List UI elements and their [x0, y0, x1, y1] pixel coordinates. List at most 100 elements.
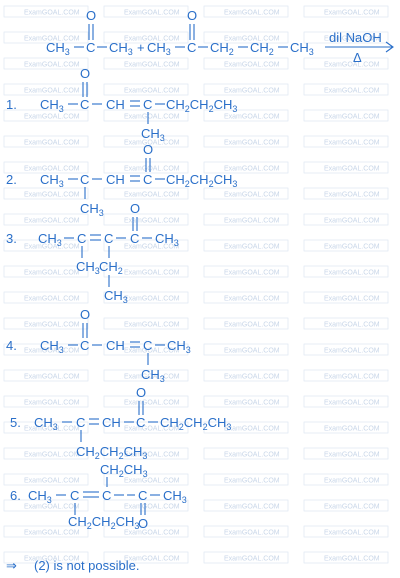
- watermark-text: ExamGOAL.COM: [324, 426, 380, 433]
- ketone-ch3: CH3: [147, 40, 171, 57]
- watermark-text: ExamGOAL.COM: [124, 36, 180, 43]
- ch3: CH3: [40, 97, 64, 114]
- watermark-text: ExamGOAL.COM: [324, 452, 380, 459]
- watermark-text: ExamGOAL.COM: [24, 192, 80, 199]
- watermark-box: [3, 57, 89, 70]
- watermark-box: [203, 317, 289, 330]
- watermark-box: [203, 343, 289, 356]
- watermark-text: ExamGOAL.COM: [124, 114, 180, 121]
- watermark-box: [3, 525, 89, 538]
- option-5: 5. CH3 C CH C O CH2CH2CH3 CH2CH2CH3: [10, 385, 231, 461]
- acetone-oxygen: O: [86, 8, 96, 23]
- watermark-text: ExamGOAL.COM: [324, 192, 380, 199]
- watermark-text: ExamGOAL.COM: [324, 62, 380, 69]
- watermark-box: [103, 31, 189, 44]
- watermark-text: ExamGOAL.COM: [124, 88, 180, 95]
- condition-top: dil NaOH: [329, 30, 382, 45]
- watermark-box: [303, 161, 389, 174]
- watermark-text: ExamGOAL.COM: [24, 478, 80, 485]
- watermark-text: ExamGOAL.COM: [224, 530, 280, 537]
- watermark-text: ExamGOAL.COM: [324, 244, 380, 251]
- ch: CH: [106, 338, 125, 353]
- ketone-ch2-a: CH2: [210, 40, 234, 57]
- plus-sign: +: [137, 40, 145, 55]
- acetone-ch3-right: CH3: [109, 40, 133, 57]
- watermark-text: ExamGOAL.COM: [24, 296, 80, 303]
- watermark-box: [303, 525, 389, 538]
- watermark-box: [303, 447, 389, 460]
- watermark-box: [3, 343, 89, 356]
- watermark-text: ExamGOAL.COM: [124, 478, 180, 485]
- watermark-box: [203, 135, 289, 148]
- watermark-box: [103, 109, 189, 122]
- ch3-end: CH3: [163, 488, 187, 505]
- watermark-text: ExamGOAL.COM: [124, 504, 180, 511]
- watermark-text: ExamGOAL.COM: [24, 426, 80, 433]
- ch3-end: CH3: [155, 231, 179, 248]
- watermark-box: [103, 5, 189, 18]
- watermark-text: ExamGOAL.COM: [324, 140, 380, 147]
- watermark-box: [303, 343, 389, 356]
- oxygen: O: [80, 307, 90, 322]
- watermark-text: ExamGOAL.COM: [324, 374, 380, 381]
- methyl-branch: CH3: [76, 259, 100, 276]
- watermark-box: [203, 291, 289, 304]
- watermark-box: [103, 291, 189, 304]
- watermark-box: [203, 83, 289, 96]
- watermark-box: [303, 57, 389, 70]
- watermark-box: [103, 265, 189, 278]
- branch-c-2: C: [104, 231, 113, 246]
- watermark-box: [103, 421, 189, 434]
- ch2-branch: CH2: [99, 259, 123, 276]
- watermark-box: [3, 291, 89, 304]
- ketone-ch3-end: CH3: [290, 40, 314, 57]
- watermark-text: ExamGOAL.COM: [24, 218, 80, 225]
- carbonyl-c: C: [143, 172, 152, 187]
- alkene-c: C: [143, 97, 152, 112]
- watermark-box: [203, 499, 289, 512]
- ch3-branch-end: CH3: [104, 288, 128, 305]
- watermark-box: [3, 265, 89, 278]
- watermark-grid: ExamGOAL.COM ExamGOAL.COM ExamGOAL.COM Exam…: [3, 5, 389, 564]
- watermark-text: ExamGOAL.COM: [124, 374, 180, 381]
- propyl-branch: CH2CH2CH3: [68, 514, 139, 531]
- option-number: 2.: [6, 172, 17, 187]
- ch: CH: [102, 415, 121, 430]
- oxygen: O: [138, 516, 148, 531]
- watermark-text: ExamGOAL.COM: [324, 348, 380, 355]
- watermark-box: [303, 395, 389, 408]
- watermark-box: [3, 161, 89, 174]
- oxygen: O: [136, 385, 146, 400]
- watermark-box: [203, 239, 289, 252]
- watermark-text: ExamGOAL.COM: [24, 244, 80, 251]
- watermark-box: [203, 265, 289, 278]
- carbonyl-c: C: [136, 415, 145, 430]
- watermark-text: ExamGOAL.COM: [24, 322, 80, 329]
- watermark-box: [303, 317, 389, 330]
- watermark-box: [103, 57, 189, 70]
- watermark-text: ExamGOAL.COM: [24, 36, 80, 43]
- watermark-text: ExamGOAL.COM: [124, 556, 180, 563]
- alkene-c: C: [76, 415, 85, 430]
- watermark-text: ExamGOAL.COM: [24, 530, 80, 537]
- watermark-box: [3, 499, 89, 512]
- acetone-carbonyl-c: C: [86, 40, 95, 55]
- watermark-text: ExamGOAL.COM: [224, 296, 280, 303]
- watermark-box: [3, 421, 89, 434]
- watermark-box: [103, 525, 189, 538]
- watermark-box: [103, 369, 189, 382]
- watermark-text: ExamGOAL.COM: [24, 374, 80, 381]
- watermark-text: ExamGOAL.COM: [224, 400, 280, 407]
- watermark-box: [3, 31, 89, 44]
- watermark-box: [203, 473, 289, 486]
- watermark-box: [203, 187, 289, 200]
- watermark-box: [103, 83, 189, 96]
- condition-bottom: Δ: [353, 50, 362, 65]
- watermark-box: [303, 291, 389, 304]
- watermark-text: ExamGOAL.COM: [24, 114, 80, 121]
- watermark-text: ExamGOAL.COM: [324, 322, 380, 329]
- ketone-carbonyl-c: C: [187, 40, 196, 55]
- ch3: CH3: [40, 338, 64, 355]
- watermark-box: [303, 213, 389, 226]
